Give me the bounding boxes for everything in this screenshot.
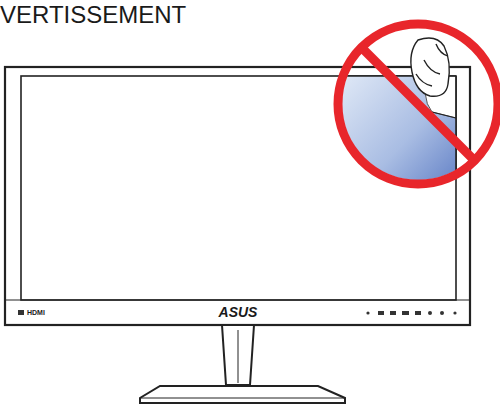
warning-title: VERTISSEMENT <box>0 3 186 27</box>
prohibition-slash <box>361 47 475 161</box>
bezel-buttons <box>366 311 456 315</box>
bezel-line <box>5 300 470 301</box>
monitor-frame <box>5 67 470 325</box>
brand-logo: ASUS <box>219 305 258 319</box>
prohibition-circle <box>338 24 498 184</box>
stand-neck <box>222 325 254 385</box>
screen <box>21 76 456 300</box>
stand-base-edge <box>140 398 345 399</box>
hand <box>411 38 449 96</box>
stand-line <box>238 330 239 383</box>
port-label: HDMI <box>27 309 45 316</box>
stand-base <box>140 386 345 403</box>
hdmi-icon <box>18 310 24 315</box>
